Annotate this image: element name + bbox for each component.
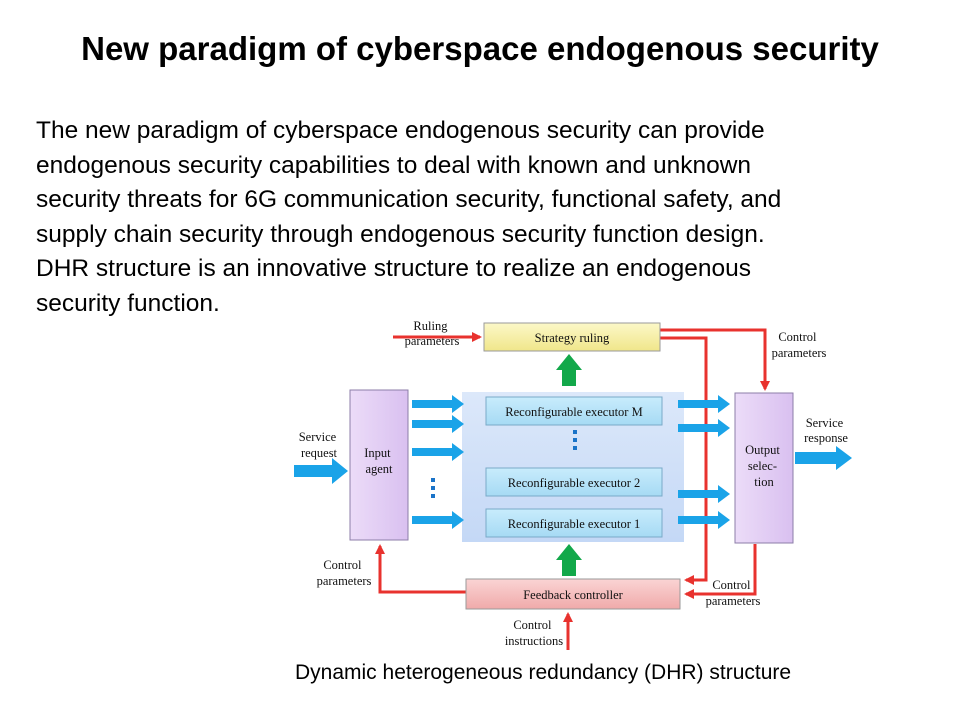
service-request-label: Service request bbox=[299, 430, 340, 460]
ruling-parameters-label: Ruling parameters bbox=[405, 319, 460, 348]
input-flow-arrow bbox=[412, 415, 464, 433]
diagram-caption: Dynamic heterogeneous redundancy (DHR) s… bbox=[295, 661, 792, 684]
control-parameters-left-label: Control parameters bbox=[317, 558, 372, 588]
body-line: DHR structure is an innovative structure… bbox=[36, 255, 751, 283]
body-line: supply chain security through endogenous… bbox=[36, 220, 765, 248]
executor-2-label: Reconfigurable executor 2 bbox=[508, 476, 641, 490]
input-agent-label: Input agent bbox=[364, 446, 394, 476]
body-line: The new paradigm of cyberspace endogenou… bbox=[36, 117, 765, 144]
slide-title: New paradigm of cyberspace endogenous se… bbox=[81, 30, 879, 67]
green-up-arrow-strategy bbox=[556, 354, 582, 386]
input-flow-arrow bbox=[412, 443, 464, 461]
body-line: security function. bbox=[36, 289, 220, 317]
input-flow-arrow bbox=[412, 511, 464, 529]
output-selection-box bbox=[734, 392, 794, 544]
output-selection-label: Output selec- tion bbox=[745, 443, 783, 489]
executor-ellipsis-dots bbox=[573, 430, 577, 450]
input-flow-arrow bbox=[412, 395, 464, 413]
input-agent-box bbox=[349, 389, 409, 541]
feedback-controller-box bbox=[465, 578, 681, 610]
executor-box-2 bbox=[485, 467, 663, 497]
output-flow-arrow bbox=[678, 419, 730, 437]
slide-body-text: The new paradigm of cyberspace endogenou… bbox=[36, 114, 946, 322]
strategy-to-feedback-line bbox=[660, 336, 708, 585]
output-flow-arrow bbox=[678, 511, 730, 529]
strategy-ruling-label: Strategy ruling bbox=[535, 331, 610, 345]
executor-box-1 bbox=[485, 508, 663, 538]
executor-box-m bbox=[485, 396, 663, 426]
body-line: endogenous security capabilities to deal… bbox=[36, 151, 752, 179]
input-ellipsis-dots bbox=[431, 478, 435, 498]
green-up-arrow-feedback bbox=[556, 544, 582, 576]
service-response-arrow bbox=[795, 446, 852, 470]
control-parameters-right-label: Control parameters bbox=[706, 578, 761, 608]
executor-1-label: Reconfigurable executor 1 bbox=[508, 517, 641, 531]
feedback-controller-label: Feedback controller bbox=[523, 588, 623, 602]
control-parameters-output-arrow bbox=[660, 328, 770, 391]
service-request-arrow bbox=[294, 458, 348, 484]
output-flow-arrow bbox=[678, 485, 730, 503]
body-line: security threats for 6G communication se… bbox=[36, 186, 782, 214]
strategy-ruling-box bbox=[483, 322, 661, 352]
output-flow-arrow bbox=[678, 395, 730, 413]
control-parameters-top-label: Control parameters bbox=[772, 330, 827, 360]
feedback-to-input-arrow bbox=[375, 544, 466, 594]
control-instructions-label: Control instructions bbox=[505, 618, 563, 648]
executor-m-label: Reconfigurable executor M bbox=[505, 405, 642, 419]
service-response-label: Service response bbox=[804, 416, 848, 445]
output-to-feedback-line bbox=[684, 544, 757, 599]
